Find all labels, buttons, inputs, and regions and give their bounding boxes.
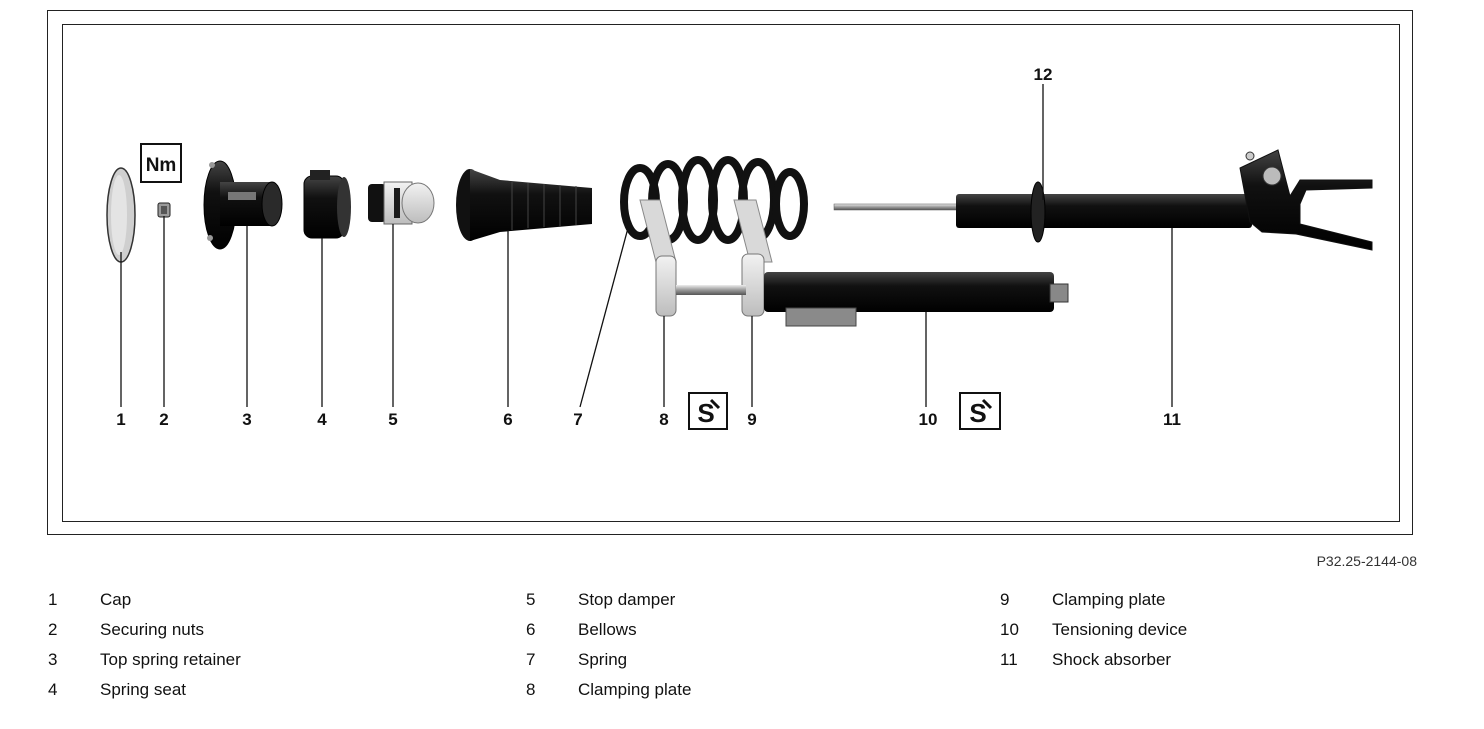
diagram-inner-frame [62,24,1400,522]
callout-1: 1 [116,410,125,429]
figure-reference-code: P32.25-2144-08 [1316,553,1417,569]
leader-lines [120,84,1173,408]
callout-8: 8 [659,410,668,429]
callout-6: 6 [503,410,512,429]
callout-9: 9 [747,410,756,429]
special-tool-symbol-1: S [688,392,728,430]
callout-10: 10 [919,410,938,429]
callout-7: 7 [573,410,582,429]
clamping-plate-8-part [639,199,677,317]
svg-text:Nm: Nm [146,155,177,176]
callout-4: 4 [317,410,327,429]
clamping-plate-9-part [733,199,773,317]
callout-11: 11 [1163,410,1181,429]
callout-3: 3 [242,410,251,429]
cap-part [106,167,136,263]
callout-2: 2 [159,410,168,429]
svg-text:S: S [697,398,714,428]
top-spring-retainer-part [203,160,283,250]
callout-5: 5 [388,410,397,429]
torque-symbol: Nm [140,143,182,183]
shock-absorber-part [833,149,1373,251]
callout-12: 12 [1034,65,1053,84]
tensioning-device-part [676,272,1069,327]
bellows-part [456,169,592,241]
securing-nut-part [157,202,171,218]
svg-text:S: S [969,398,986,428]
special-tool-symbol-2: S [959,392,1001,430]
exploded-view-drawing: Nm [106,65,1373,430]
stop-damper-part [368,181,435,225]
spring-seat-part [303,170,351,239]
